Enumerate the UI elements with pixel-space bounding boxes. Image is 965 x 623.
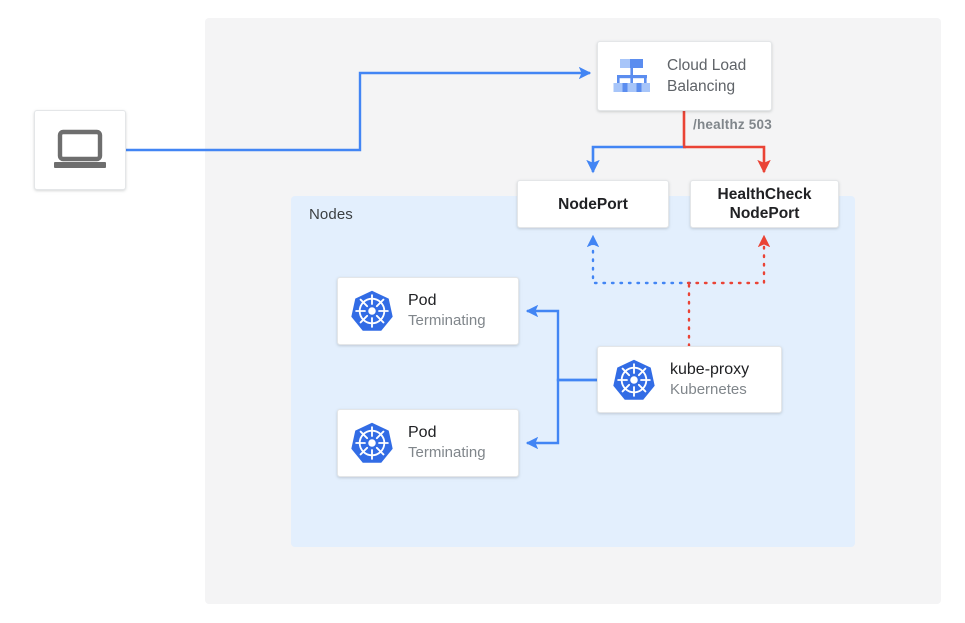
pod-title: Pod bbox=[408, 424, 437, 441]
nodeport-card: NodePort bbox=[517, 180, 669, 228]
kube-proxy-title: kube-proxy bbox=[670, 360, 750, 378]
kube-proxy-subtitle: Kubernetes bbox=[670, 380, 747, 398]
cloud-load-balancing-label: Cloud Load Balancing bbox=[667, 57, 747, 95]
healthcheck-nodeport-card: HealthCheck NodePort bbox=[690, 180, 839, 228]
cloud-load-balancing-icon bbox=[613, 59, 650, 92]
healthcheck-nodeport-label: HealthCheck NodePort bbox=[717, 186, 812, 222]
pod-text-block: Pod Terminating bbox=[408, 423, 486, 463]
kube-proxy-text-block: kube-proxy Kubernetes bbox=[670, 360, 749, 400]
kubernetes-icon bbox=[351, 290, 393, 331]
cloud-load-balancing-card: Cloud Load Balancing bbox=[597, 41, 772, 111]
pod-status: Terminating bbox=[408, 444, 486, 461]
pod-title: Pod bbox=[408, 292, 437, 309]
healthz-status-label: /healthz 503 bbox=[693, 117, 772, 132]
client-card bbox=[34, 110, 126, 190]
kubernetes-icon bbox=[613, 359, 655, 400]
nodeport-label: NodePort bbox=[558, 195, 628, 213]
pod-status: Terminating bbox=[408, 312, 486, 329]
pod-card: Pod Terminating bbox=[337, 277, 519, 345]
kube-proxy-card: kube-proxy Kubernetes bbox=[597, 346, 782, 413]
pod-text-block: Pod Terminating bbox=[408, 291, 486, 331]
kubernetes-icon bbox=[351, 422, 393, 463]
nodes-group-label: Nodes bbox=[309, 206, 353, 223]
laptop-icon bbox=[54, 129, 106, 168]
pod-card: Pod Terminating bbox=[337, 409, 519, 477]
